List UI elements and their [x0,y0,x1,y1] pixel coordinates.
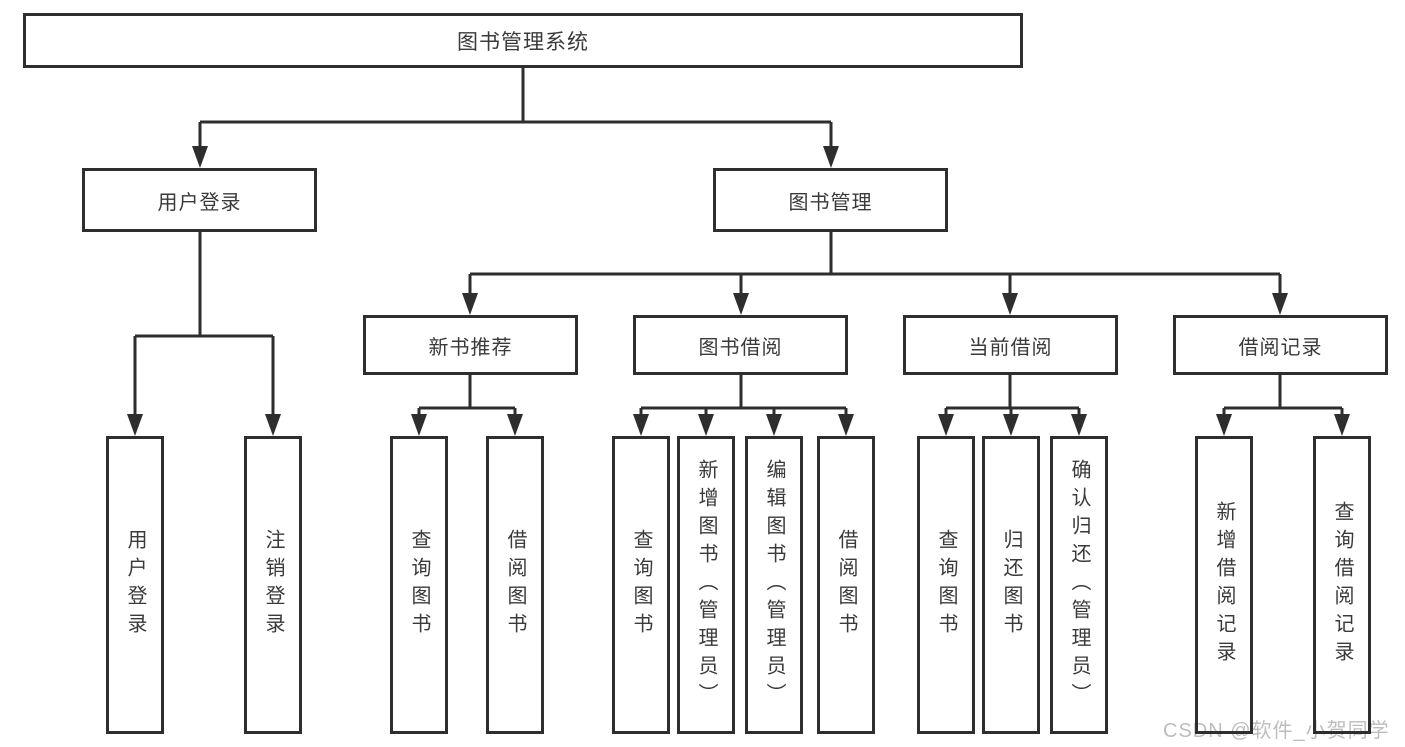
leaf-return-books: 归还图书 [982,436,1040,734]
leaf-confirm-return-admin-label: 确认归还（管理员） [1068,459,1090,711]
node-new-book-recommendation: 新书推荐 [363,315,578,375]
arrowhead [1216,414,1232,436]
watermark: CSDN @软件_小贺同学 [1163,720,1390,742]
node-borrowing-records-label: 借阅记录 [1238,336,1323,359]
arrowhead [1003,414,1019,436]
leaf-add-borrow-record: 新增借阅记录 [1195,436,1253,734]
node-borrowing-records: 借阅记录 [1173,315,1388,375]
node-user-login-label: 用户登录 [157,191,242,214]
arrowhead [1272,293,1288,315]
arrowhead [938,414,954,436]
arrowhead [838,414,854,436]
node-book-borrowing-label: 图书借阅 [698,336,783,359]
node-library-management-system-label: 图书管理系统 [457,30,589,54]
leaf-add-borrow-record-label: 新增借阅记录 [1213,501,1235,669]
node-book-borrowing: 图书借阅 [633,315,848,375]
arrowhead [462,293,478,315]
arrowhead [1071,414,1087,436]
leaf-logout-login-label: 注销登录 [262,529,284,641]
arrowhead [265,414,281,436]
connector-current-borrowing-to-leaves [938,375,1087,436]
arrowhead [766,414,782,436]
leaf-add-books-admin-label: 新增图书（管理员） [695,459,717,711]
connector-borrowing-records-to-leaves [1216,375,1350,436]
leaf-query-borrow-record-label: 查询借阅记录 [1331,501,1353,669]
leaf-borrow-books-borrowing: 借阅图书 [817,436,875,734]
leaf-borrow-books-recommend: 借阅图书 [486,436,544,734]
node-new-book-recommendation-label: 新书推荐 [428,336,513,359]
node-current-borrowing: 当前借阅 [903,315,1118,375]
leaf-add-books-admin: 新增图书（管理员） [677,436,735,734]
leaf-query-books-borrowing-label: 查询图书 [630,529,652,641]
node-library-management-system: 图书管理系统 [23,13,1023,68]
leaf-query-books-borrowing: 查询图书 [612,436,670,734]
node-user-login: 用户登录 [82,168,317,232]
leaf-return-books-label: 归还图书 [1000,529,1022,641]
leaf-query-books-current: 查询图书 [917,436,975,734]
leaf-logout-login: 注销登录 [244,436,302,734]
arrowhead [823,146,839,168]
arrowhead [411,414,427,436]
leaf-borrow-books-recommend-label: 借阅图书 [504,529,526,641]
leaf-borrow-books-borrowing-label: 借阅图书 [835,529,857,641]
leaf-query-borrow-record: 查询借阅记录 [1313,436,1371,734]
node-book-management: 图书管理 [713,168,948,232]
leaf-user-login: 用户登录 [106,436,164,734]
leaf-query-books-recommend: 查询图书 [390,436,448,734]
leaf-edit-books-admin-label: 编辑图书（管理员） [763,459,785,711]
connector-book-borrowing-to-leaves [633,375,854,436]
leaf-user-login-label: 用户登录 [124,529,146,641]
connector-book-management-to-level3 [462,232,1288,315]
arrowhead [1002,293,1018,315]
node-current-borrowing-label: 当前借阅 [968,336,1053,359]
connector-new-book-recommendation-to-leaves [411,375,523,436]
arrowhead [192,146,208,168]
arrowhead [633,414,649,436]
arrowhead [127,414,143,436]
leaf-edit-books-admin: 编辑图书（管理员） [745,436,803,734]
connector-user-login-to-leaves [127,232,281,436]
leaf-query-books-recommend-label: 查询图书 [408,529,430,641]
connector-root-to-level2 [192,68,839,168]
arrowhead [733,293,749,315]
leaf-confirm-return-admin: 确认归还（管理员） [1050,436,1108,734]
arrowhead [1334,414,1350,436]
leaf-query-books-current-label: 查询图书 [935,529,957,641]
node-book-management-label: 图书管理 [788,191,873,214]
arrowhead [507,414,523,436]
arrowhead [698,414,714,436]
